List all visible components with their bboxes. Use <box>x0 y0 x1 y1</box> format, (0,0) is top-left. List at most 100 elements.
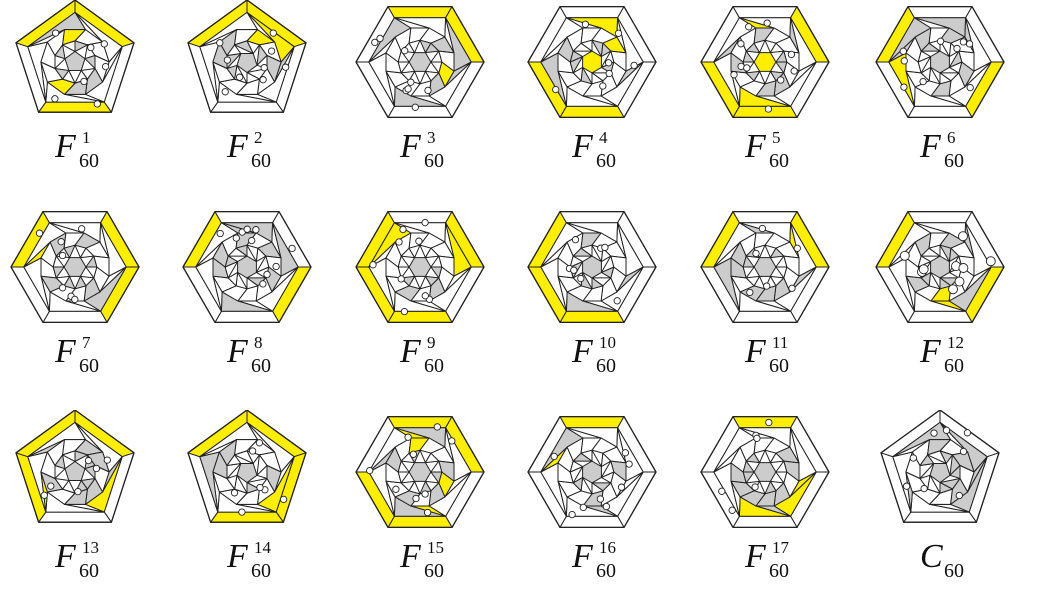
core-face <box>927 450 947 464</box>
face-circle-marker <box>581 20 590 28</box>
core-face <box>54 454 66 470</box>
schlegel-diagram <box>527 415 657 529</box>
core-face <box>430 460 443 473</box>
core-face <box>764 70 777 85</box>
outer-face <box>42 211 108 224</box>
face-circle-marker <box>35 229 44 237</box>
face-circle-marker <box>899 47 907 55</box>
outer-face <box>42 310 108 323</box>
outer-face <box>559 6 625 19</box>
face-circle-marker <box>793 244 801 252</box>
face-circle-marker <box>777 76 785 84</box>
core-face <box>226 474 238 490</box>
face-circle-marker <box>900 83 908 91</box>
face-circle-marker <box>421 292 429 300</box>
core-face <box>591 482 604 495</box>
face-circle-marker <box>763 282 771 290</box>
face-circle-marker <box>369 261 377 269</box>
label-subscript: 60 <box>79 150 99 172</box>
schlegel-diagram <box>15 410 135 523</box>
face-circle-marker <box>58 251 67 260</box>
center-face <box>408 257 432 277</box>
core-face <box>255 255 270 273</box>
core-face <box>572 66 584 82</box>
face-circle-marker <box>395 238 403 246</box>
face-circle-marker <box>737 40 745 48</box>
face-circle-marker <box>433 423 441 431</box>
label-superscript: 10 <box>599 333 616 352</box>
face-circle-marker <box>243 225 251 233</box>
core-face <box>246 277 259 290</box>
face-circle-marker <box>746 288 754 297</box>
core-face <box>424 452 440 464</box>
face-circle-marker <box>617 483 626 491</box>
face-circle-marker <box>958 263 969 273</box>
center-face <box>930 50 950 74</box>
label-superscript: 8 <box>254 333 263 352</box>
center-face <box>408 462 432 482</box>
face-circle-marker <box>221 88 229 96</box>
outer-face <box>387 211 453 224</box>
core-face <box>580 244 593 257</box>
label-superscript: 16 <box>599 538 616 557</box>
core-face <box>948 247 960 263</box>
outline-polygon <box>527 415 657 529</box>
face-circle-marker <box>216 39 224 47</box>
face-circle-marker <box>424 86 432 95</box>
face-circle-marker <box>400 307 409 316</box>
core-face <box>775 50 788 63</box>
core-face <box>769 247 785 259</box>
schlegel-diagram <box>187 0 307 113</box>
core-face <box>226 64 238 80</box>
outline-polygon <box>15 0 135 113</box>
face-circle-marker <box>909 454 917 462</box>
label-subscript: 60 <box>944 355 964 377</box>
outline-polygon <box>700 415 830 529</box>
outer-face <box>732 6 798 19</box>
face-circle-marker <box>448 437 456 445</box>
label-superscript: 17 <box>772 538 789 557</box>
face-circle-marker <box>260 64 268 72</box>
face-circle-marker <box>718 487 726 495</box>
schlegel-diagram <box>355 210 485 324</box>
face-circle-marker <box>743 64 751 72</box>
schlegel-diagram <box>700 415 830 529</box>
outer-face <box>210 511 284 523</box>
face-circle-marker <box>235 73 244 81</box>
core-face <box>569 50 584 63</box>
face-circle-marker <box>84 456 93 465</box>
outer-face <box>559 211 625 224</box>
center-face <box>582 255 602 279</box>
face-circle-marker <box>80 77 88 86</box>
face-circle-marker <box>40 491 48 499</box>
outline-polygon <box>182 210 312 324</box>
core-face <box>600 460 615 478</box>
face-circle-marker <box>269 29 277 37</box>
face-circle-marker <box>404 85 412 93</box>
center-face <box>408 52 432 72</box>
face-circle-marker <box>366 466 374 475</box>
face-circle-marker <box>407 78 415 86</box>
core-face <box>246 72 260 84</box>
face-circle-marker <box>965 40 974 48</box>
core-face <box>600 247 612 263</box>
outer-face <box>907 211 973 224</box>
face-circle-marker <box>902 482 911 490</box>
face-circle-marker <box>101 62 110 71</box>
core-face <box>408 244 421 259</box>
face-circle-marker <box>288 244 296 253</box>
outer-face <box>732 310 798 323</box>
outer-face <box>387 6 453 19</box>
core-face <box>235 244 248 257</box>
